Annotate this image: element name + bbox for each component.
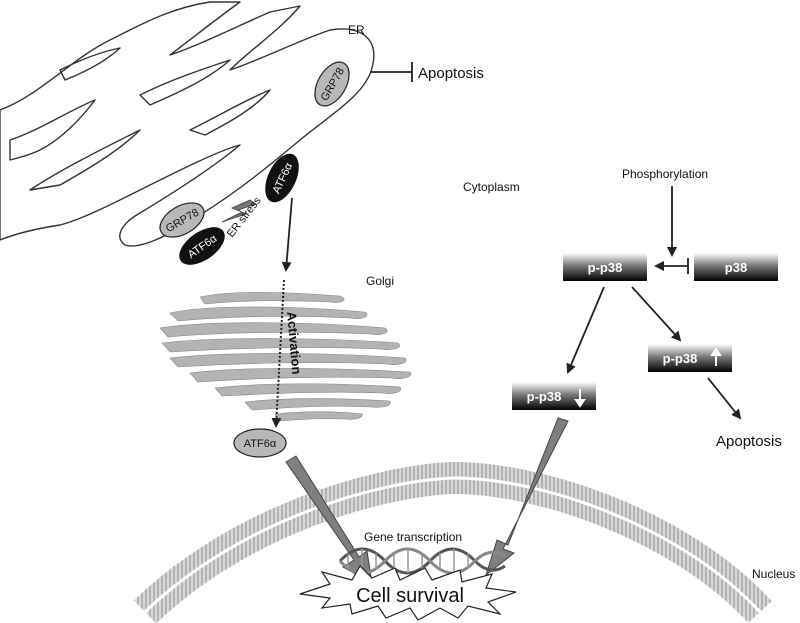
phosphorylation-label: Phosphorylation: [622, 167, 708, 181]
pp38-up-box: p-p38: [648, 344, 732, 372]
cell-survival-burst: [299, 565, 517, 621]
gene-transcription-label: Gene transcription: [364, 530, 462, 544]
pp38-main-box: p-p38: [563, 253, 647, 281]
apoptosis-top-label: Apoptosis: [418, 65, 484, 82]
golgi-apparatus: [159, 292, 412, 422]
atf6-upper-pill: ATF6α: [265, 153, 299, 203]
golgi-label: Golgi: [366, 274, 394, 288]
inhibition-apoptosis-top: [370, 62, 413, 82]
pp38-to-up-arrow: [631, 286, 682, 342]
er-organelle: [0, 1, 375, 247]
pp38-up-to-apoptosis-arrow: [707, 377, 742, 420]
er-stress-lightning-icon: [221, 199, 257, 223]
nucleus-label: Nucleus: [752, 567, 795, 581]
p38-box: p38: [694, 253, 778, 281]
atf6-golgi-label: ATF6α: [244, 438, 277, 450]
p38-to-pp38-arrow: [654, 258, 689, 274]
atf6-golgi-pill: ATF6α: [233, 428, 287, 458]
cytoplasm-label: Cytoplasm: [463, 180, 520, 194]
nuclear-membrane: [133, 461, 772, 623]
apoptosis-right-label: Apoptosis: [716, 433, 782, 450]
decrease-arrow-icon: [574, 389, 586, 408]
p38-label: p38: [725, 260, 747, 275]
pp38-to-down-arrow: [566, 286, 605, 374]
activation-dotted-arrow: [271, 279, 285, 428]
pp38-up-label: p-p38: [663, 351, 698, 366]
cell-survival-label: Cell survival: [356, 585, 464, 607]
increase-arrow-icon: [710, 347, 722, 366]
activation-label: Activation: [284, 311, 304, 375]
er-label: ER: [348, 23, 365, 37]
pp38-main-label: p-p38: [588, 260, 623, 275]
pp38-down-box: p-p38: [512, 382, 596, 410]
p38-to-survival-big-arrow: [485, 417, 569, 577]
dna-helix-icon: [338, 547, 506, 575]
atf6-to-golgi-arrow: [281, 197, 293, 272]
pp38-down-label: p-p38: [527, 389, 562, 404]
